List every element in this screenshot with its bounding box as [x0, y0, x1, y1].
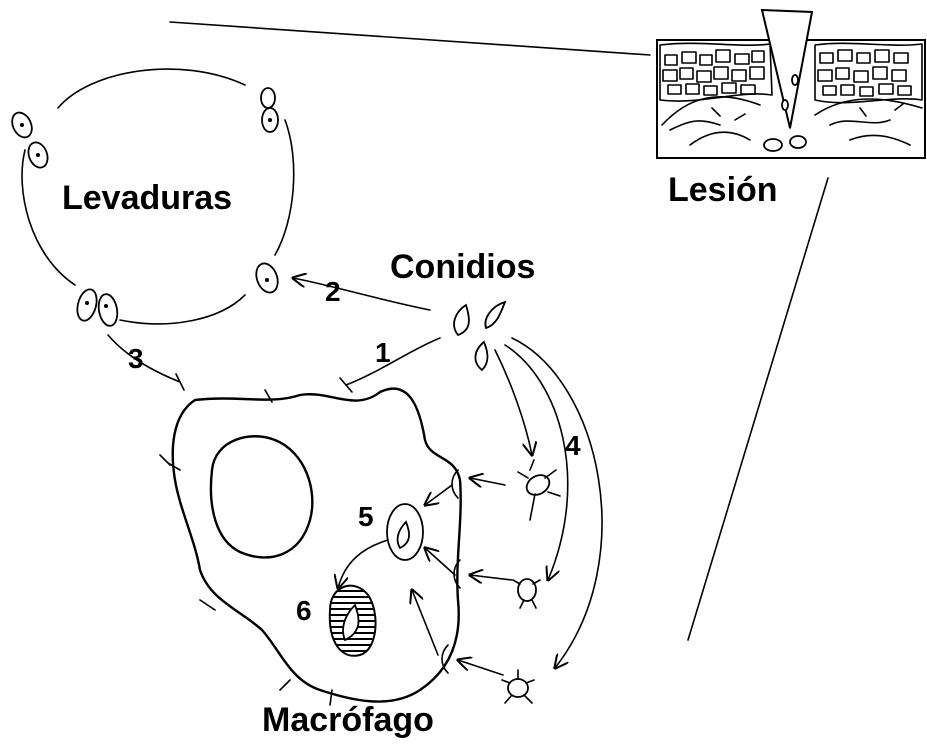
macrophage-nucleus	[211, 436, 312, 557]
arrows-4	[495, 338, 602, 668]
uptake-arrows	[412, 478, 512, 675]
macrofago-label: Macrófago	[262, 701, 434, 739]
conidia-icon	[454, 302, 505, 370]
arrow-5-to-6	[338, 540, 388, 588]
yeast-pair-icon	[74, 287, 119, 327]
yeast-cell-icon	[252, 260, 281, 295]
levaduras-label: Levaduras	[62, 179, 232, 217]
conidios-label: Conidios	[390, 248, 535, 286]
budding-yeast-icon	[261, 88, 278, 132]
step-2-label: 2	[325, 276, 341, 307]
opsonized-conidium-icon	[518, 460, 560, 520]
step-3-label: 3	[128, 343, 144, 374]
phagocytosed-conidium	[387, 504, 423, 560]
lesion-panel	[657, 10, 925, 158]
step-6-label: 6	[296, 595, 312, 626]
opsonized-conidium-icon	[502, 670, 534, 703]
step-4-label: 4	[565, 430, 581, 461]
step-1-label: 1	[375, 337, 391, 368]
budding-yeast-icon	[8, 109, 51, 170]
opsonized-conidium-icon	[513, 579, 540, 608]
lesion-label: Lesión	[668, 171, 778, 209]
opsonized-conidia	[502, 460, 560, 703]
inhibition-3	[108, 335, 184, 390]
step-5-label: 5	[358, 501, 374, 532]
phagolysosome	[330, 586, 376, 656]
